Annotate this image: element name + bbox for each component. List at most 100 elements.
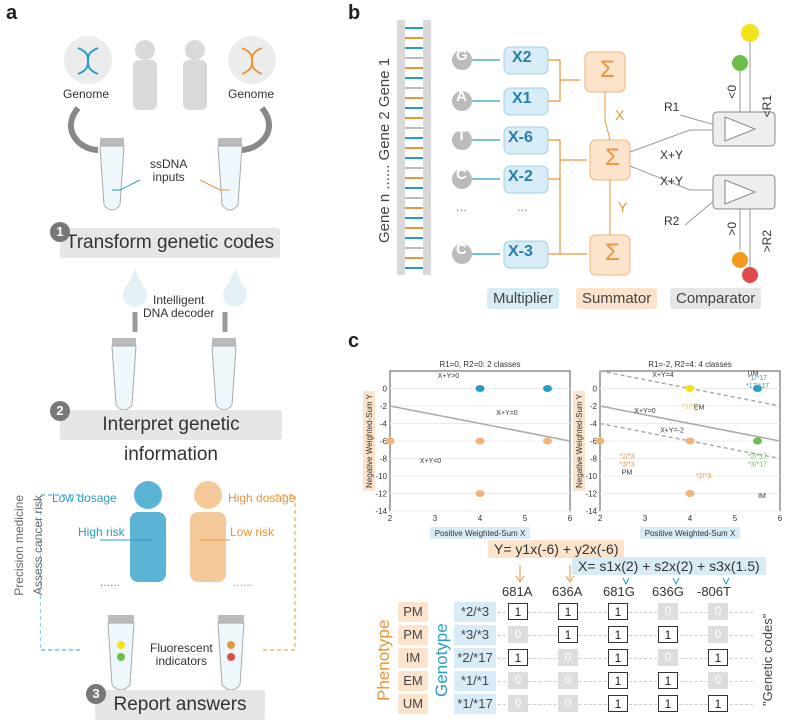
x-tick-label: 4 [478, 514, 483, 523]
gtr2-label: >R2 [760, 230, 774, 253]
x-tick-label: 4 [688, 514, 693, 523]
xy-label-2: X+Y [660, 174, 684, 188]
point-label: *3/*3 [619, 462, 634, 469]
phenotype-cell: IM [398, 648, 428, 668]
low-risk-label: Low risk [230, 525, 275, 539]
panel-b-letter: b [348, 2, 361, 24]
summator-boxes [584, 51, 631, 276]
y-tick-label: -2 [590, 402, 598, 411]
red-indicator-icon [742, 267, 758, 283]
ssdna-label: ssDNA inputs [150, 157, 188, 184]
data-point [685, 437, 695, 445]
y-tick-label: -4 [590, 420, 598, 429]
chart-annotation: X+Y>0 [438, 373, 460, 380]
tube-left-3 [107, 615, 135, 691]
base-t: T [457, 127, 467, 144]
code-cell: 1 [608, 603, 628, 620]
x-axis-label-bg [430, 527, 530, 539]
green-indicator-icon [732, 55, 748, 71]
ltr1-label: <R1 [760, 95, 774, 118]
precision-medicine-label: Precision medicine [12, 495, 26, 596]
code-cell: 1 [558, 626, 578, 643]
genome-left-label: Genome [63, 87, 110, 101]
y-tick-label: -8 [380, 455, 388, 464]
y-axis-label: Negative Weighted-Sum Y [575, 393, 584, 488]
high-risk-label: High risk [78, 525, 125, 539]
decision-line [389, 405, 571, 442]
genotype-cell: *1/*1 [454, 671, 496, 691]
chart-annotation: IM [758, 493, 766, 500]
base-a: A [456, 88, 467, 105]
data-point [753, 437, 762, 445]
legend-summator: Summator [576, 288, 658, 309]
data-point [543, 385, 552, 392]
code-cell: 1 [658, 695, 678, 712]
r2-label: R2 [664, 214, 680, 228]
tube-left-2 [111, 338, 137, 411]
genotype-cell: *2/*3 [454, 602, 496, 622]
panel-b-circuit [397, 20, 776, 283]
decoder-label: Intelligent DNA decoder [143, 293, 215, 320]
r1-label: R1 [664, 100, 680, 114]
x-tick-label: 2 [598, 514, 603, 523]
phenotype-cell: PM [398, 602, 428, 622]
high-dosage-label: High dosage [228, 491, 296, 505]
code-cell: 1 [608, 626, 628, 643]
step1-label: Transform genetic codes [65, 232, 275, 253]
y-tick-label: -12 [585, 490, 597, 499]
code-cell: 0 [558, 672, 578, 689]
legend-comparator: Comparator [670, 288, 762, 309]
weight-2: X1 [512, 90, 532, 107]
comparators [712, 111, 776, 210]
code-cell: 1 [508, 603, 528, 620]
y-tick-label: -4 [380, 420, 388, 429]
x-tick-label: 5 [733, 514, 738, 523]
y-tick-label: -12 [375, 490, 387, 499]
xy-label-1: X+Y [660, 148, 684, 162]
y-tick-label: -10 [375, 472, 387, 481]
y-tick-label: -6 [380, 437, 388, 446]
phenotype-cell: PM [398, 625, 428, 645]
dna-strand [397, 20, 431, 275]
person-orange-icon [190, 481, 226, 582]
x-axis-label: Positive Weighted-Sum X [435, 529, 526, 538]
x-formula: X= s1x(2) + s2x(2) + s3x(1.5) [572, 557, 766, 575]
chart-annotation: X+Y=4 [652, 372, 674, 379]
code-cell: 0 [708, 603, 728, 620]
chart-annotation: EM [694, 405, 705, 412]
data-point [385, 437, 395, 445]
point-label: *2/*3 [619, 454, 634, 461]
snp-636G: 636G [652, 584, 684, 599]
code-cell: 1 [658, 626, 678, 643]
genotype-cell: *1/*17 [454, 694, 496, 714]
code-cell: 1 [558, 603, 578, 620]
base-c: C [456, 166, 467, 183]
phenotype-cell: EM [398, 671, 428, 691]
summator-2-symbol: Σ [605, 144, 620, 171]
tube-left-1 [99, 138, 125, 211]
step3-box: Report answers [95, 690, 265, 720]
y-tick-label: -14 [585, 507, 597, 516]
yellow-indicator-icon [741, 24, 759, 42]
y-tick-label: -14 [375, 507, 387, 516]
y-tick-label: -2 [380, 402, 388, 411]
x-tick-label: 5 [523, 514, 528, 523]
base-circles [452, 50, 472, 264]
code-cell: 1 [608, 672, 628, 689]
weight-6: X-3 [508, 243, 533, 260]
code-cell: 1 [508, 649, 528, 666]
x-tick-label: 3 [433, 514, 438, 523]
summator-3-symbol: Σ [605, 239, 620, 266]
code-cell: 1 [608, 695, 628, 712]
snp-636A: 636A [552, 584, 583, 599]
point-label: *1/*17 [748, 375, 767, 382]
weight-dots: ... [517, 199, 528, 214]
data-point [475, 437, 485, 445]
y-axis-label-bg [573, 391, 585, 491]
